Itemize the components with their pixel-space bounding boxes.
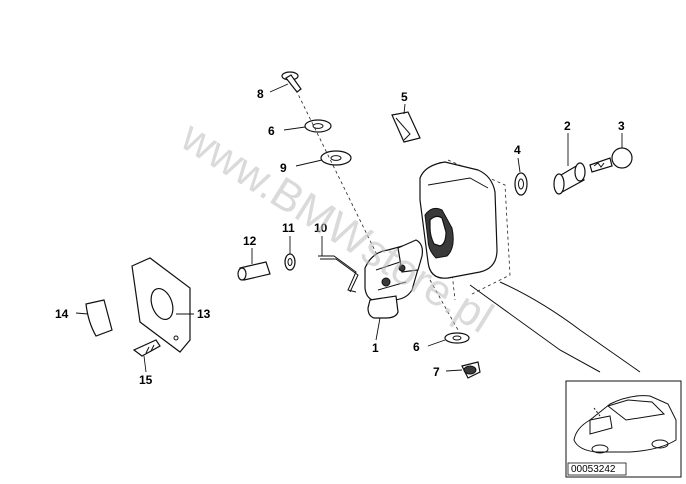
sealing-plate [131, 257, 191, 353]
assembly-axis-screw [295, 89, 383, 266]
vehicle-thumbnail: 00053242 [565, 380, 682, 478]
callout-4: 4 [514, 143, 521, 157]
cap-nut-item-7 [461, 361, 481, 379]
callout-1: 1 [372, 341, 379, 355]
lock-cylinder [553, 162, 586, 195]
washer-item-4 [514, 172, 528, 196]
washer-item-6-top [304, 119, 332, 133]
leader-lines [75, 83, 623, 373]
callout-9: 9 [280, 161, 287, 175]
clip-part [391, 111, 421, 143]
callout-labels: 1 2 3 4 5 6 6 7 8 9 10 11 12 13 14 15 [55, 87, 625, 387]
screw-item-8 [281, 71, 302, 93]
key [589, 147, 633, 173]
cover-pad [85, 299, 113, 337]
callout-5: 5 [401, 90, 408, 104]
callout-6-bottom: 6 [413, 340, 420, 354]
grommet-item-11 [284, 253, 296, 271]
rubber-pin [237, 261, 271, 281]
hinge-actuator [364, 239, 423, 319]
callout-10: 10 [314, 221, 328, 235]
callout-13: 13 [197, 307, 211, 321]
callout-11: 11 [282, 221, 295, 235]
callout-14: 14 [55, 307, 69, 321]
reference-number: 00053242 [571, 464, 616, 475]
spring-rod [318, 255, 359, 293]
callout-2: 2 [564, 119, 571, 133]
callout-15: 15 [139, 373, 153, 387]
washer-item-9 [320, 150, 352, 166]
callout-12: 12 [243, 234, 257, 248]
reference-box [567, 462, 627, 476]
flap-housing [419, 161, 498, 279]
washer-item-6-bottom [444, 332, 470, 344]
callout-6-top: 6 [268, 124, 275, 138]
callout-8: 8 [257, 87, 264, 101]
callout-7: 7 [433, 365, 440, 379]
screw-item-15 [132, 339, 161, 357]
callout-3: 3 [618, 119, 625, 133]
